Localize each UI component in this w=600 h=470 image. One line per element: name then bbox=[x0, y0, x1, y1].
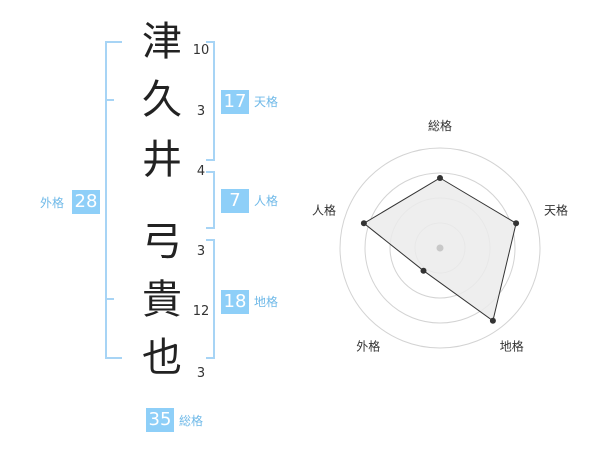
tenkaku-bracket bbox=[206, 41, 215, 161]
radar-point-2 bbox=[513, 220, 520, 227]
radar-point-3 bbox=[489, 317, 496, 324]
soukaku-score: 35 bbox=[146, 408, 174, 432]
stroke-count-6: 3 bbox=[196, 366, 206, 381]
name-char-4: 弓 bbox=[142, 219, 182, 265]
gaikaku-bracket bbox=[105, 41, 122, 359]
radar-axis-label-4: 外格 bbox=[356, 339, 380, 354]
radar-ring bbox=[339, 147, 541, 349]
radar-point-5 bbox=[360, 220, 367, 227]
jinkaku-bracket bbox=[206, 171, 215, 229]
jinkaku-score: 7 bbox=[221, 189, 249, 213]
chikaku-score: 18 bbox=[221, 290, 249, 314]
soukaku-label: 総格 bbox=[179, 414, 204, 428]
chikaku-bracket bbox=[206, 239, 215, 359]
name-char-1: 津 bbox=[142, 19, 182, 65]
name-char-2: 久 bbox=[142, 77, 182, 123]
name-char-6: 也 bbox=[142, 335, 182, 381]
radar-axis-label-3: 地格 bbox=[500, 339, 524, 354]
tenkaku-label: 天格 bbox=[254, 95, 279, 109]
radar-axis-label-1: 総格 bbox=[428, 118, 452, 133]
jinkaku-label: 人格 bbox=[254, 194, 279, 208]
name-char-3: 井 bbox=[142, 137, 182, 183]
radar-point-1 bbox=[437, 175, 443, 181]
radar-center-dot bbox=[436, 244, 444, 252]
gaikaku-score: 28 bbox=[72, 190, 100, 214]
stroke-count-5: 12 bbox=[192, 304, 210, 319]
name-char-5: 貴 bbox=[142, 277, 182, 323]
stroke-count-2: 3 bbox=[196, 104, 206, 119]
stroke-count-3: 4 bbox=[196, 164, 206, 179]
radar-point-4 bbox=[420, 267, 427, 274]
radar-ring bbox=[364, 172, 516, 324]
stroke-count-4: 3 bbox=[196, 244, 206, 259]
stroke-count-1: 10 bbox=[192, 43, 210, 58]
chikaku-label: 地格 bbox=[254, 295, 279, 309]
tenkaku-score: 17 bbox=[221, 90, 249, 114]
radar-axis-label-5: 人格 bbox=[312, 202, 336, 217]
radar-axis-label-2: 天格 bbox=[544, 202, 568, 217]
gaikaku-label: 外格 bbox=[40, 196, 65, 210]
